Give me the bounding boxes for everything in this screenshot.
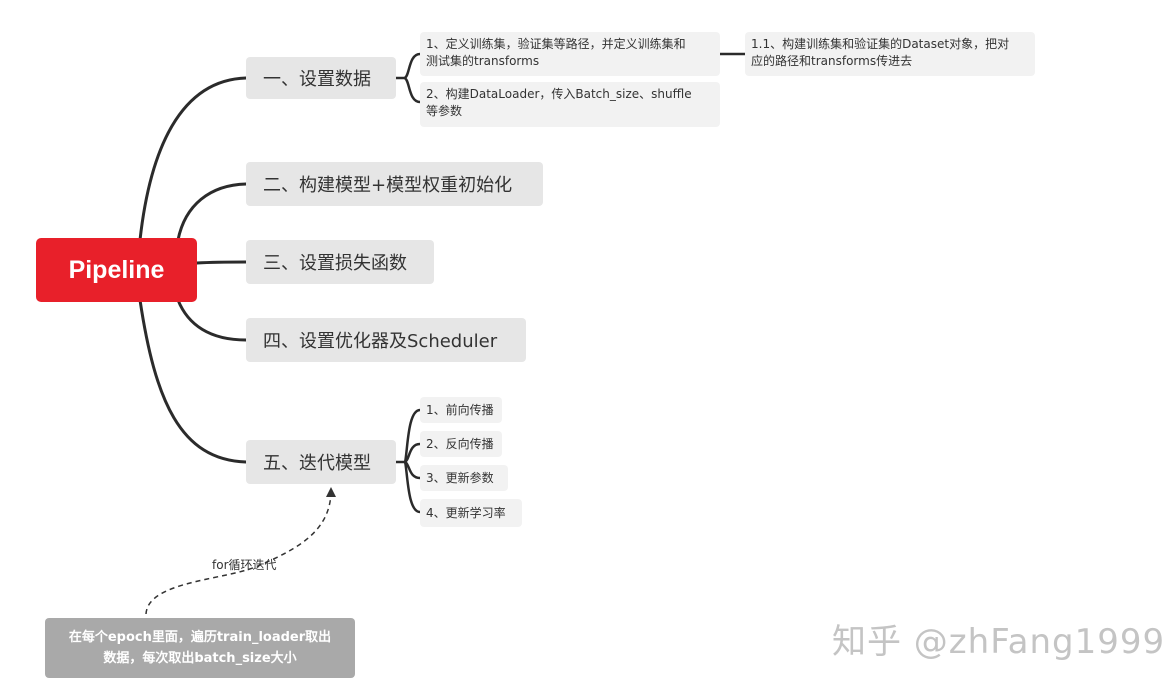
leaf-node-update-lr: 4、更新学习率 xyxy=(420,499,522,527)
leaf-node-dataloader: 2、构建DataLoader，传入Batch_size、shuffle 等参数 xyxy=(420,82,720,127)
branch-node-optimizer: 四、设置优化器及Scheduler xyxy=(246,318,526,362)
watermark: 知乎 @zhFang1999 xyxy=(832,622,1166,662)
edge-iter-children xyxy=(394,408,422,514)
loop-arrowhead xyxy=(326,487,336,497)
leaf-node-define-paths: 1、定义训练集，验证集等路径，并定义训练集和 测试集的transforms xyxy=(420,32,720,76)
branch-node-build-model: 二、构建模型+模型权重初始化 xyxy=(246,162,543,206)
edge-root-branch-2 xyxy=(176,182,248,242)
epoch-note: 在每个epoch里面，遍历train_loader取出 数据，每次取出batch… xyxy=(45,618,355,678)
edge-root-branch-5 xyxy=(138,298,248,464)
leaf-node-dataset-object: 1.1、构建训练集和验证集的Dataset对象，把对 应的路径和transfor… xyxy=(745,32,1035,76)
branch-node-loss-function: 三、设置损失函数 xyxy=(246,240,434,284)
leaf-node-update-params: 3、更新参数 xyxy=(420,465,508,491)
edge-root-branch-3 xyxy=(195,260,248,265)
loop-edge-label: for循环迭代 xyxy=(212,558,277,572)
loop-arrow-line xyxy=(145,491,332,615)
edge-data-children xyxy=(394,52,422,104)
edge-root-branch-1 xyxy=(138,76,248,242)
leaf-node-forward: 1、前向传播 xyxy=(420,397,502,423)
branch-node-iterate-model: 五、迭代模型 xyxy=(246,440,396,484)
leaf-node-backward: 2、反向传播 xyxy=(420,431,502,457)
root-node-pipeline: Pipeline xyxy=(36,238,197,302)
branch-node-set-data: 一、设置数据 xyxy=(246,57,396,99)
edge-root-branch-4 xyxy=(176,298,248,342)
